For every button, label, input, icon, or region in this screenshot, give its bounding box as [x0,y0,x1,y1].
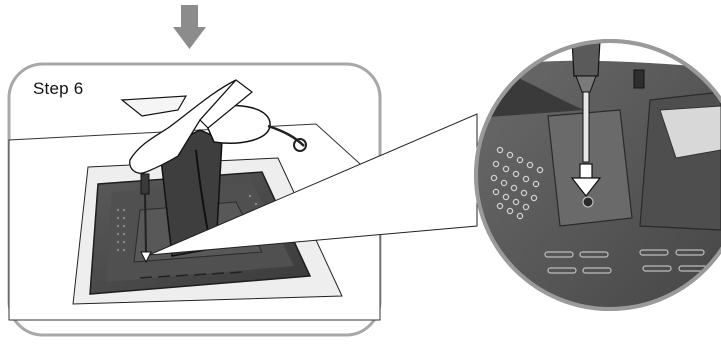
magnified-detail-circle [476,40,721,342]
step-label: Step 6 [33,79,83,99]
down-arrow-icon [173,5,206,49]
